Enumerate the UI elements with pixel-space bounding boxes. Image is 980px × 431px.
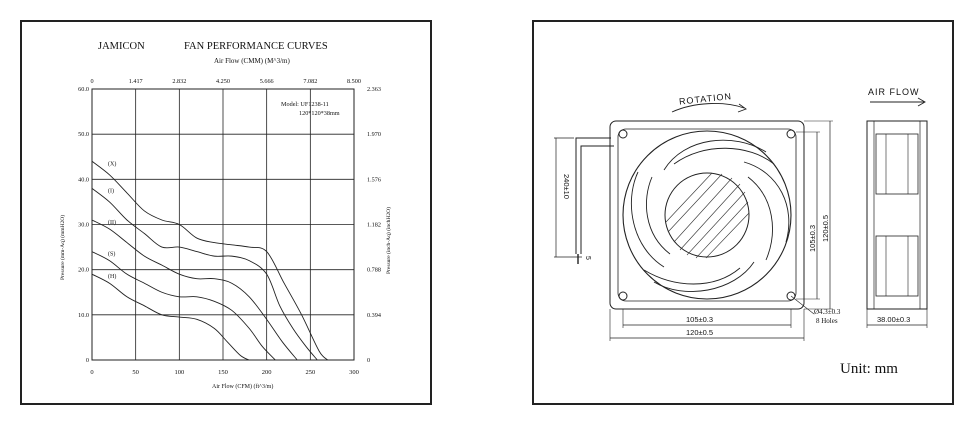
x-tick-label: 150 xyxy=(218,369,228,376)
frame-height-inner-label: 105±0.3 xyxy=(808,225,817,252)
hole-diameter-label: Ø4.3±0.3 xyxy=(814,308,841,316)
frame-height-outer-label: 120±0.5 xyxy=(821,215,830,242)
brand-label: JAMICON xyxy=(98,41,145,52)
top-axis-title: Air Flow (CMM) (M^3/m) xyxy=(214,57,290,65)
x-top-tick-label: 8.500 xyxy=(347,78,361,85)
mounting-hole-bottom-left xyxy=(618,291,628,301)
dimension-drawing: ROTATION AIR FLOW 240±10 5 105±0.3 120±0… xyxy=(554,87,928,377)
lead-strip-label: 5 xyxy=(584,256,591,260)
mounting-hole-top-left xyxy=(618,129,628,139)
fan-performance-chart-panel: JAMICON FAN PERFORMANCE CURVES Air Flow … xyxy=(20,20,432,405)
x-top-tick-label: 2.832 xyxy=(172,78,186,85)
fan-frame-front xyxy=(609,120,805,310)
right-axis-title: Pressure (inch-Aq) (inchH2O) xyxy=(385,207,392,274)
x-top-tick-label: 4.250 xyxy=(216,78,230,85)
series-label: (X) xyxy=(108,160,116,167)
model-label: Model: UF1238-11 xyxy=(281,101,329,108)
y-right-tick-label: 0 xyxy=(367,357,370,364)
series-label: (II) xyxy=(108,219,116,226)
performance-chart: JAMICON FAN PERFORMANCE CURVES Air Flow … xyxy=(59,41,392,390)
mounting-hole-bottom-right xyxy=(786,291,796,301)
x-top-tick-label: 7.082 xyxy=(303,78,317,85)
fan-venturi xyxy=(622,130,792,300)
y-right-tick-label: 1.182 xyxy=(367,222,381,229)
depth-label: 38.00±0.3 xyxy=(877,315,910,324)
dimension-drawing-panel: ROTATION AIR FLOW 240±10 5 105±0.3 120±0… xyxy=(532,20,954,405)
airflow-label: AIR FLOW xyxy=(868,87,920,97)
lead-wire xyxy=(575,137,611,254)
y-right-tick-label: 0.788 xyxy=(367,267,381,274)
x-tick-label: 50 xyxy=(132,369,139,376)
mounting-hole-top-right xyxy=(786,129,796,139)
frame-width-outer-label: 120±0.5 xyxy=(686,328,713,337)
series-curve xyxy=(91,251,276,361)
size-label: 120*120*38mm xyxy=(299,110,340,117)
x-tick-label: 300 xyxy=(349,369,359,376)
x-tick-label: 250 xyxy=(305,369,315,376)
series-label: (I) xyxy=(108,187,114,194)
rotation-arrow xyxy=(671,103,745,113)
unit-label: Unit: mm xyxy=(840,361,898,377)
x-tick-label: 0 xyxy=(90,369,93,376)
y-tick-label: 40.0 xyxy=(78,176,89,183)
y-tick-label: 0 xyxy=(86,357,89,364)
series-curve xyxy=(91,273,250,361)
fan-blades xyxy=(631,139,790,292)
hole-count-label: 8 Holes xyxy=(816,317,838,325)
series-curve xyxy=(91,160,329,361)
series-curve xyxy=(91,188,318,361)
left-axis-title: Pressure (mm-Aq) (mmH2O) xyxy=(59,215,66,280)
chart-title: FAN PERFORMANCE CURVES xyxy=(184,41,328,52)
x-top-tick-label: 1.417 xyxy=(129,78,143,85)
frame-width-inner-label: 105±0.3 xyxy=(686,315,713,324)
x-tick-label: 100 xyxy=(174,369,184,376)
x-top-tick-label: 5.666 xyxy=(260,78,274,85)
y-right-tick-label: 1.576 xyxy=(367,176,381,183)
y-tick-label: 50.0 xyxy=(78,131,89,138)
y-tick-label: 10.0 xyxy=(78,312,89,319)
y-tick-label: 30.0 xyxy=(78,222,89,229)
series-label: (H) xyxy=(108,273,116,280)
series-curve xyxy=(91,219,298,361)
y-right-tick-label: 1.970 xyxy=(367,131,381,138)
lead-length-label: 240±10 xyxy=(562,174,571,199)
fan-frame-side xyxy=(866,120,928,310)
y-right-tick-label: 0.394 xyxy=(367,312,381,319)
series-label: (S) xyxy=(108,251,115,258)
y-tick-label: 20.0 xyxy=(78,267,89,274)
x-tick-label: 200 xyxy=(262,369,272,376)
fan-frame-inner xyxy=(617,128,797,302)
hole-leader-line xyxy=(790,295,815,315)
hub-hatching xyxy=(665,172,750,259)
x-top-tick-label: 0 xyxy=(90,78,93,85)
y-tick-label: 60.0 xyxy=(78,86,89,93)
y-right-tick-label: 2.363 xyxy=(367,86,381,93)
fan-hub xyxy=(664,172,750,258)
bottom-axis-title: Air Flow (CFM) (ft^3/m) xyxy=(212,383,273,390)
